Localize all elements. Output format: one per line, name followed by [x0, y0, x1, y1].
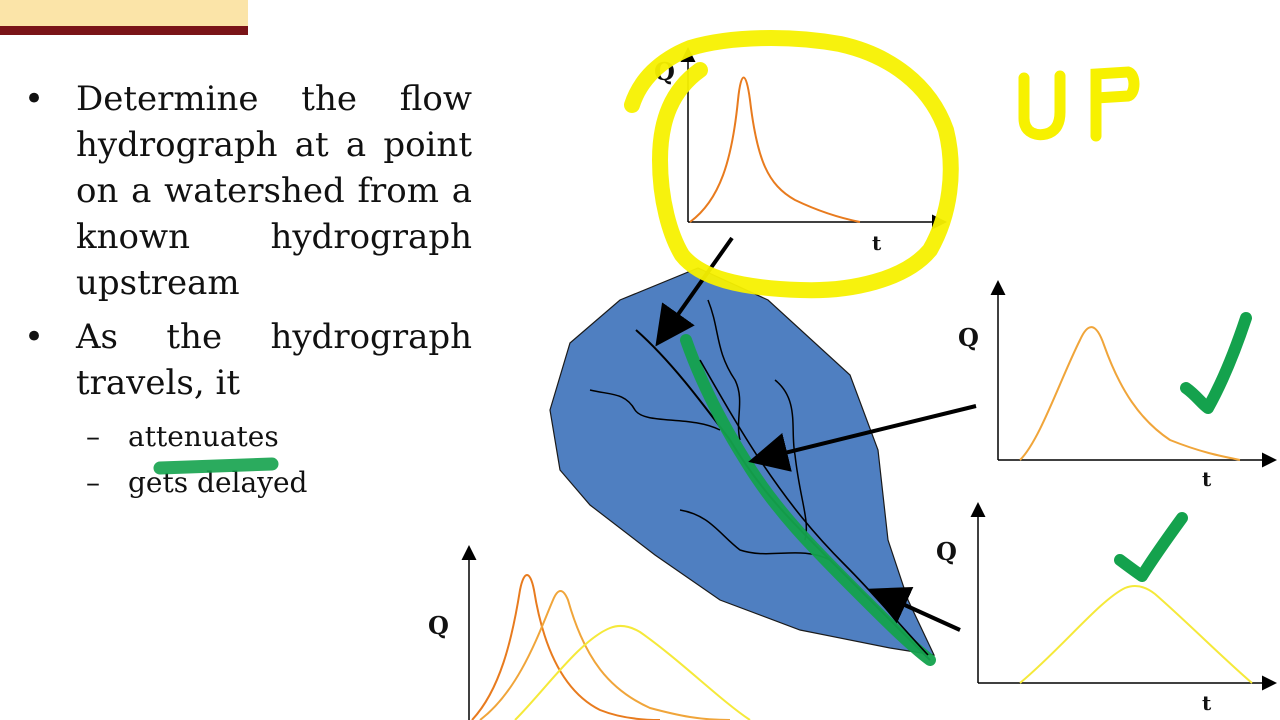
upstream-curve	[689, 76, 861, 223]
bullet-item: • As the hydrograph travels, it	[20, 314, 472, 406]
downstream-curve	[1019, 585, 1253, 684]
combined-curve-upstream	[471, 574, 661, 720]
bullet-list: • Determine the flow hydrograph at a poi…	[20, 76, 472, 506]
header-bar	[0, 0, 248, 26]
downstream-arrow	[868, 586, 961, 632]
combined-hydrograph: Q	[428, 545, 751, 720]
middle-arrow	[748, 404, 977, 472]
y-axis-label: Q	[958, 323, 979, 352]
tributary	[679, 509, 831, 561]
channel-highlight	[680, 334, 936, 666]
combined-curve-downstream	[514, 624, 751, 720]
sub-bullet-dash: –	[86, 466, 100, 499]
x-axis-label: t	[1202, 691, 1212, 715]
bullet-text: As the hydrograph travels, it	[76, 317, 472, 403]
bullet-dot: •	[24, 79, 45, 119]
sub-bullet-text: attenuates	[128, 420, 279, 453]
bullet-item: • Determine the flow hydrograph at a poi…	[20, 76, 472, 306]
tributary	[707, 299, 741, 441]
middle-curve	[1019, 326, 1241, 461]
middle-hydrograph: Q t	[958, 280, 1277, 491]
x-axis-label: t	[872, 231, 882, 255]
y-axis-label: Q	[936, 537, 957, 566]
x-axis-label: t	[1202, 467, 1212, 491]
sub-bullet-item: – attenuates	[86, 414, 472, 460]
tributary	[589, 389, 721, 431]
bullet-text: Determine the flow hydrograph at a point…	[76, 79, 472, 303]
bullet-dot: •	[24, 317, 45, 357]
y-axis-label: Q	[428, 611, 449, 640]
y-axis-label: Q	[654, 57, 675, 86]
combined-curve-middle	[479, 590, 731, 720]
downstream-hydrograph: Q t	[936, 502, 1277, 715]
header-rule	[0, 26, 248, 35]
upstream-hydrograph: Q t	[654, 47, 947, 255]
sub-bullet-dash: –	[86, 420, 100, 453]
